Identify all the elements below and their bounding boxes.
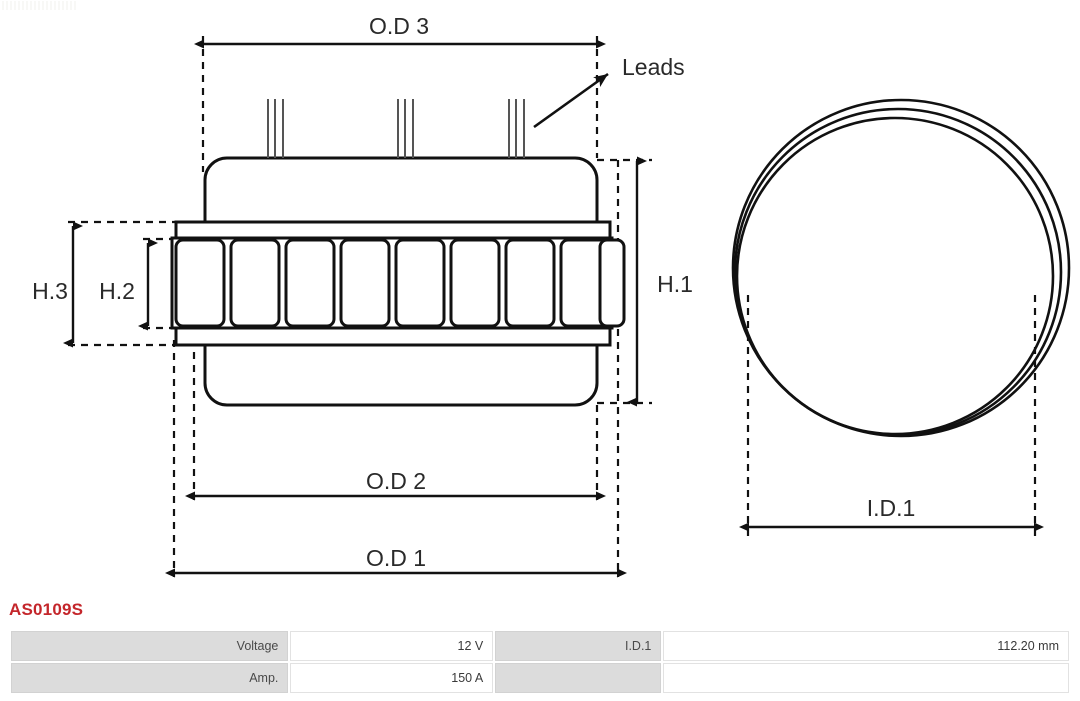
id1-label: I.D.1 <box>867 495 916 521</box>
od2-label: O.D 2 <box>366 468 426 494</box>
drawing-svg: O.D 3 O.D 2 O.D 1 H.1 H.3 H.2 Leads <box>32 13 1071 578</box>
ring-inner-circle <box>735 116 1055 436</box>
lead-wires <box>267 99 525 158</box>
spec-label-amp: Amp. <box>11 663 289 693</box>
h2-label: H.2 <box>99 278 135 304</box>
spec-value-amp: 150 A <box>290 663 494 693</box>
spec-label-empty <box>495 663 662 693</box>
table-row: Voltage 12 V I.D.1 112.20 mm <box>11 631 1069 661</box>
part-number-title: AS0109S <box>9 600 84 619</box>
h3-label: H.3 <box>32 278 68 304</box>
specifications-table: Voltage 12 V I.D.1 112.20 mm Amp. 150 A <box>9 629 1071 695</box>
ring-witness-lines <box>746 295 1037 538</box>
stator-side-view: O.D 3 O.D 2 O.D 1 H.1 H.3 H.2 Leads <box>32 13 693 578</box>
ring-outer-circle <box>731 98 1071 438</box>
spec-value-id1: 112.20 mm <box>663 631 1069 661</box>
od3-label: O.D 3 <box>369 13 429 39</box>
table-row: Amp. 150 A <box>11 663 1069 693</box>
spec-value-empty <box>663 663 1069 693</box>
lamination-slots <box>174 238 626 328</box>
spec-label-id1: I.D.1 <box>495 631 662 661</box>
dimension-arrows <box>63 39 647 578</box>
leads-label: Leads <box>622 54 685 80</box>
stator-ring-view: I.D.1 <box>731 98 1071 538</box>
leads-callout-arrow <box>533 72 609 129</box>
lower-flange <box>174 325 612 347</box>
top-edge-artifact <box>2 1 76 10</box>
spec-label-voltage: Voltage <box>11 631 289 661</box>
ring-middle-circle <box>733 107 1063 437</box>
h1-label: H.1 <box>657 271 693 297</box>
od1-label: O.D 1 <box>366 545 426 571</box>
spec-value-voltage: 12 V <box>290 631 494 661</box>
drawing-canvas: O.D 3 O.D 2 O.D 1 H.1 H.3 H.2 Leads <box>32 13 1071 578</box>
